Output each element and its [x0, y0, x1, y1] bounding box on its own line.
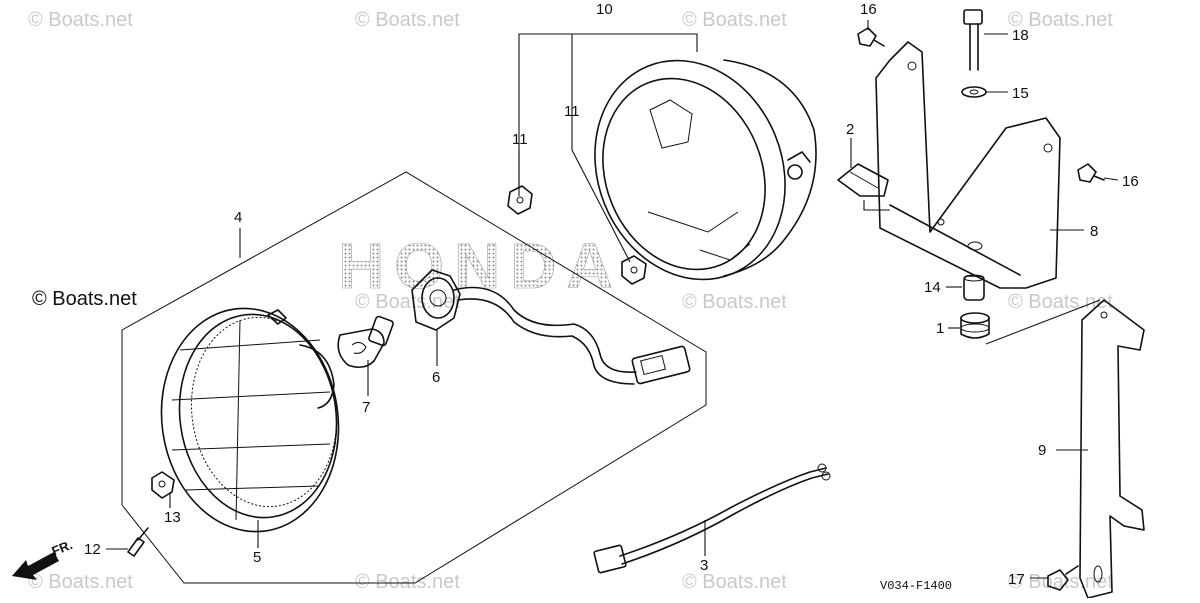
- watermark: © Boats.net: [355, 291, 460, 313]
- callout-17: 17: [1008, 571, 1025, 588]
- front-arrow-icon: [12, 552, 59, 580]
- bolt-part[interactable]: [963, 9, 983, 71]
- watermark: © Boats.net: [355, 9, 460, 31]
- clip-nut-part[interactable]: [151, 471, 175, 499]
- watermark: © Boats.net: [28, 9, 133, 31]
- callout-labels: 10 11 11 4 5 7 6 13 12 3 2 8 16 16 18 15…: [84, 1, 1139, 588]
- watermark: © Boats.net: [28, 571, 133, 593]
- cable-clamp-part[interactable]: [837, 163, 889, 197]
- clip-nut-part[interactable]: [507, 185, 533, 215]
- callout-6: 6: [432, 369, 440, 386]
- watermark: © Boats.net: [682, 291, 787, 313]
- watermark: © Boats.net: [355, 571, 460, 593]
- watermark: © Boats.net: [1008, 9, 1113, 31]
- callout-15: 15: [1012, 85, 1029, 102]
- callout-1: 1: [936, 320, 944, 337]
- collar-part[interactable]: [963, 274, 985, 301]
- diagram-code: V034-F1400: [880, 579, 952, 593]
- callout-8: 8: [1090, 223, 1098, 240]
- callout-3: 3: [700, 557, 708, 574]
- callout-7: 7: [362, 399, 370, 416]
- callout-5: 5: [253, 549, 261, 566]
- honda-brand-logo: HONDA: [338, 230, 623, 302]
- headlight-socket-part[interactable]: [411, 269, 691, 385]
- washer-part[interactable]: [961, 86, 987, 98]
- flange-bolt-part[interactable]: [1047, 565, 1079, 591]
- callout-4: 4: [234, 209, 242, 226]
- callout-14: 14: [924, 279, 941, 296]
- callout-16: 16: [1122, 173, 1139, 190]
- headlight-lens-part[interactable]: [147, 297, 352, 543]
- headlight-bulb-part[interactable]: [337, 315, 394, 369]
- clip-nut-part[interactable]: [621, 255, 647, 285]
- watermark-group: © Boats.net © Boats.net © Boats.net © Bo…: [28, 9, 1113, 593]
- callout-13: 13: [164, 509, 181, 526]
- stay-bracket-part[interactable]: [1079, 299, 1145, 599]
- headlight-case-part[interactable]: [563, 32, 818, 309]
- grommet-part[interactable]: [960, 312, 990, 339]
- watermark: © Boats.net: [1008, 291, 1113, 313]
- front-label: FR.: [50, 537, 75, 559]
- callout-18: 18: [1012, 27, 1029, 44]
- headlight-bracket-part[interactable]: [875, 41, 1061, 289]
- front-direction-indicator: FR.: [12, 537, 75, 580]
- callout-10: 10: [596, 1, 613, 18]
- callout-12: 12: [84, 541, 101, 558]
- watermark: © Boats.net: [1008, 571, 1113, 593]
- callout-11: 11: [512, 131, 528, 148]
- watermark: © Boats.net: [30, 288, 139, 311]
- watermark: © Boats.net: [682, 571, 787, 593]
- leader-lines: [106, 20, 1119, 579]
- wire-harness-part[interactable]: [593, 463, 831, 574]
- assembly-outline: [121, 171, 707, 584]
- screw-part[interactable]: [127, 527, 149, 557]
- callout-9: 9: [1038, 442, 1046, 459]
- watermark: © Boats.net: [682, 9, 787, 31]
- flange-bolt-part[interactable]: [857, 27, 885, 47]
- callout-2: 2: [846, 121, 854, 138]
- flange-bolt-part[interactable]: [1077, 163, 1105, 183]
- callout-11: 11: [564, 103, 580, 120]
- callout-16: 16: [860, 1, 877, 18]
